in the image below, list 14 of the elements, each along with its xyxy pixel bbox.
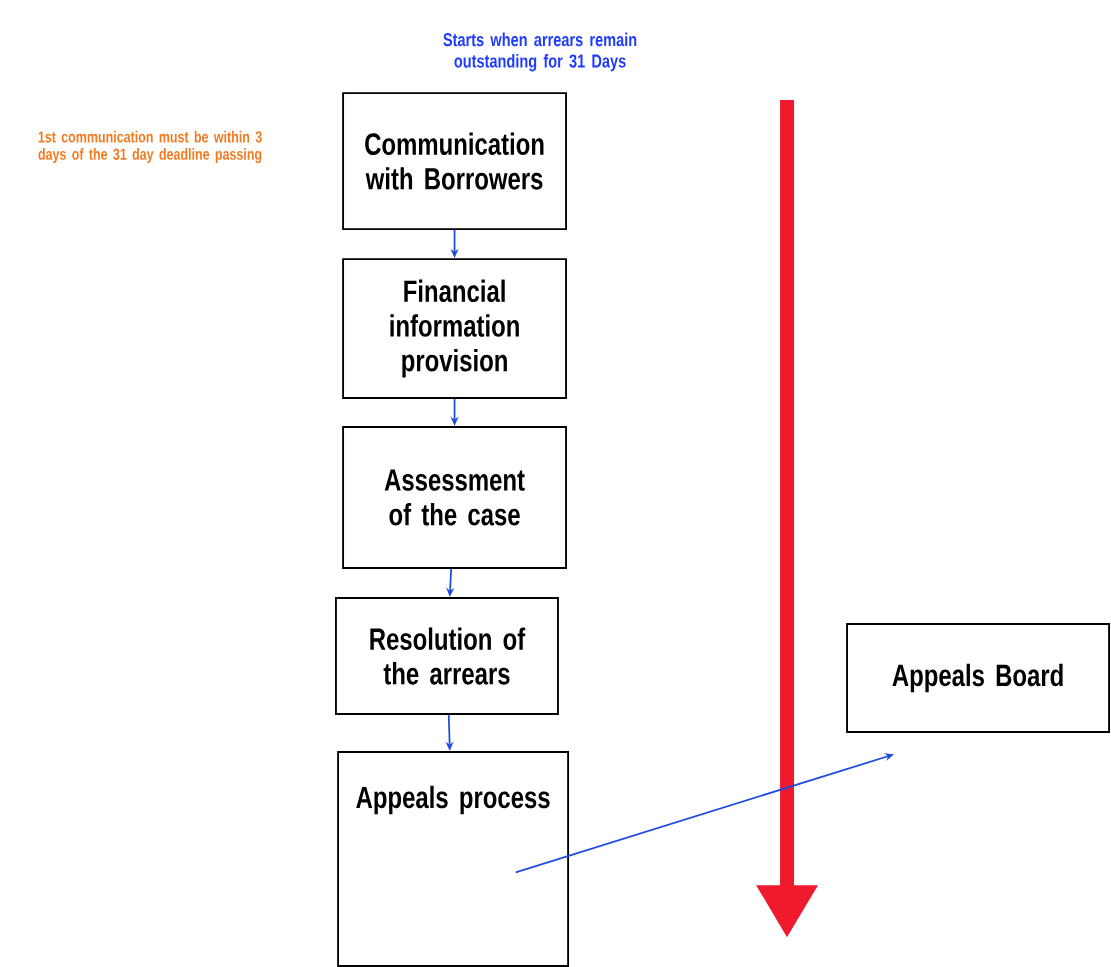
process-box (846, 623, 1110, 733)
process-box (337, 751, 570, 967)
box-label: Financial information provision (390, 279, 519, 378)
note-text: Starts when arrears remain outstanding for 31 Days (443, 32, 637, 72)
box-label: Assessment of the case (384, 469, 525, 526)
box-label: Resolution of the arrears (370, 627, 526, 685)
box-label: Appeals Board (892, 663, 1063, 693)
box-label: Communication with Borrowers (365, 132, 544, 190)
process-box (342, 426, 567, 569)
process-box (342, 258, 567, 399)
box-label: Appeals process (356, 785, 550, 815)
process-box (335, 597, 559, 715)
process-box (342, 92, 567, 230)
note-text: 1st communication must be within 3 days of the 31 day deadline passing (38, 130, 262, 164)
